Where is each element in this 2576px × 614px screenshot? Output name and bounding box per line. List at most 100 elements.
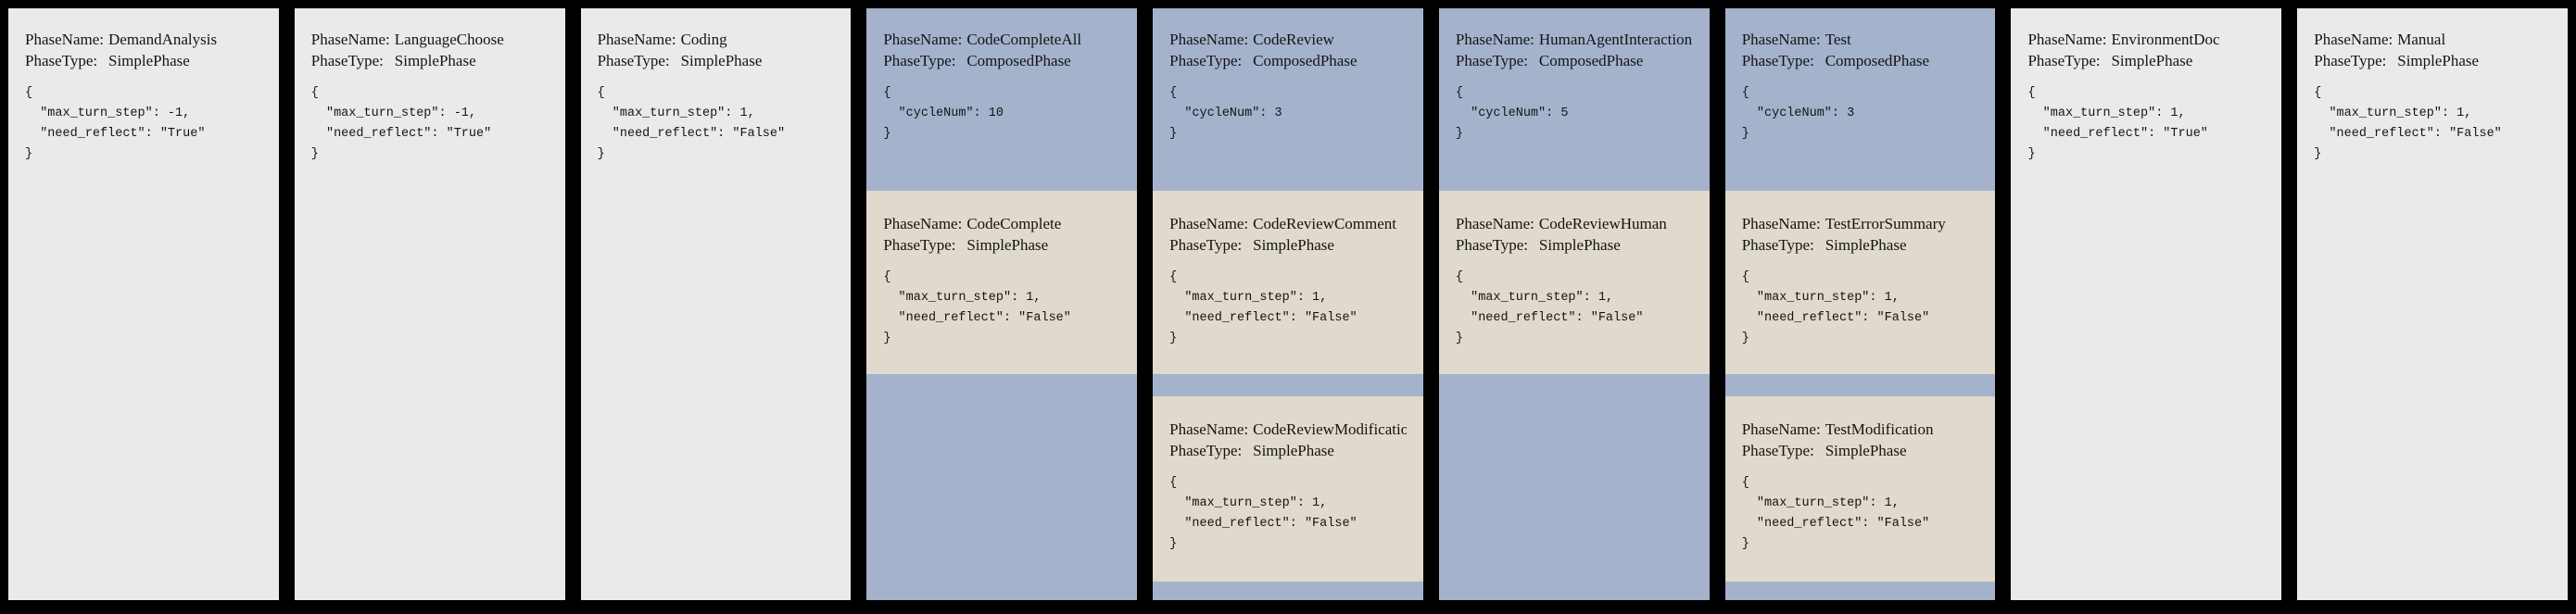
phase-card-demand-analysis: PhaseName:DemandAnalysis PhaseType:Simpl… [8,8,279,600]
phase-type-row: PhaseType: SimplePhase [598,50,835,71]
phase-name-label: PhaseName: [1741,420,1821,438]
phase-type-label: PhaseType: [883,236,956,254]
phase-type-label: PhaseType: [1741,52,1814,69]
phase-name-value: Manual [2397,31,2446,48]
phase-config-json: { "max_turn_step": 1, "need_reflect": "F… [1455,270,1644,345]
phase-card-code-complete-all: PhaseName:CodeCompleteAll PhaseType:Comp… [866,8,1138,600]
phase-type-label: PhaseType: [310,52,384,69]
subphase-card-code-review-human: PhaseName:CodeReviewHuman PhaseType:Simp… [1438,191,1710,374]
phase-name-row: PhaseName:TestErrorSummary [1742,213,1979,234]
phase-type-row: PhaseType:SimplePhase [1742,234,1979,256]
phase-header-block: PhaseName:CodeReviewModification PhaseTy… [1153,396,1423,555]
phase-header-block: PhaseName:TestErrorSummary PhaseType:Sim… [1725,191,1996,349]
subphase-card-code-review-comment: PhaseName:CodeReviewComment PhaseType:Si… [1153,191,1423,374]
composed-spacer [1725,374,1996,396]
phase-name-row: PhaseName:CodeReviewModification [1169,419,1407,440]
phase-name-row: PhaseName:CodeReviewComment [1169,213,1407,234]
phase-header-block: PhaseName:CodeCompleteAll PhaseType:Comp… [866,8,1137,191]
phase-name-label: PhaseName: [1169,420,1249,438]
phase-type-label: PhaseType: [25,52,98,69]
phase-name-label: PhaseName: [1455,31,1534,48]
phase-name-label: PhaseName: [1169,31,1249,48]
phase-header-block: PhaseName:CodeComplete PhaseType: SimpleP… [866,191,1137,349]
phase-card-human-agent-interaction: PhaseName:HumanAgentInteraction PhaseTyp… [1438,8,1710,600]
phase-type-row: PhaseType: SimplePhase [311,50,549,71]
phase-type-row: PhaseType: SimplePhase [2027,50,2265,71]
phase-name-row: PhaseName:CodeCompleteAll [883,29,1120,50]
phase-name-value: CodeCompleteAll [966,31,1082,48]
phase-name-label: PhaseName: [883,215,963,232]
phase-name-row: PhaseName:TestModification [1742,419,1979,440]
phase-name-value: TestErrorSummary [1825,215,1946,232]
phase-type-row: PhaseType:SimplePhase [1742,440,1979,461]
phase-name-row: PhaseName:CodeReviewHuman [1456,213,1693,234]
phase-name-label: PhaseName: [1455,215,1534,232]
phase-config-json: { "max_turn_step": 1, "need_reflect": "F… [883,270,1071,345]
phase-type-value: SimplePhase [966,236,1049,254]
phase-type-row: PhaseType:ComposedPhase [883,50,1120,71]
phase-name-label: PhaseName: [597,31,676,48]
phase-name-value: HumanAgentInteraction [1538,31,1693,48]
phase-type-row: PhaseType: SimplePhase [883,234,1120,256]
phase-name-value: CodeReviewModification [1253,420,1407,438]
phase-name-label: PhaseName: [1169,215,1249,232]
phase-header-block: PhaseName:LanguageChoose PhaseType: Simpl… [295,8,565,165]
phase-card-environment-doc: PhaseName:EnvironmentDoc PhaseType: Simpl… [2011,8,2282,600]
phase-config-json: { "cycleNum": 5 } [1455,86,1569,141]
phase-card-manual: PhaseName:Manual PhaseType:SimplePhase {… [2297,8,2569,600]
phase-type-row: PhaseType: SimplePhase [1169,440,1407,461]
phase-name-row: PhaseName:Manual [2314,29,2551,50]
phase-name-value: CodeComplete [966,215,1062,232]
phase-header-block: PhaseName:DemandAnalysis PhaseType:Simpl… [8,8,279,165]
phase-name-value: TestModification [1825,420,1934,438]
phase-type-label: PhaseType: [883,52,956,69]
phase-name-row: PhaseName:EnvironmentDoc [2027,29,2265,50]
composed-card-filler [1725,582,1996,600]
phase-type-label: PhaseType: [597,52,670,69]
phase-type-label: PhaseType: [1169,442,1243,459]
phase-type-row: PhaseType:SimplePhase [2314,50,2551,71]
phase-config-json: { "max_turn_step": 1, "need_reflect": "F… [1741,270,1930,345]
phase-name-row: PhaseName:Coding [598,29,835,50]
phase-type-value: SimplePhase [1253,442,1334,459]
phase-type-value: SimplePhase [680,52,763,69]
phase-name-value: CodeReviewHuman [1538,215,1667,232]
phase-name-row: PhaseName:HumanAgentInteraction [1456,29,1693,50]
phase-type-value: ComposedPhase [1825,52,1930,69]
phase-card-coding: PhaseName:Coding PhaseType:SimplePhase {… [580,8,852,600]
phase-type-label: PhaseType: [1169,236,1243,254]
phase-type-value: ComposedPhase [1538,52,1644,69]
subphase-card-code-complete: PhaseName:CodeComplete PhaseType: SimpleP… [866,191,1138,374]
phase-type-row: PhaseType:ComposedPhase [1456,50,1693,71]
phase-header-block: PhaseName:TestModification PhaseType:Sim… [1725,396,1996,555]
phase-type-label: PhaseType: [2027,52,2101,69]
composed-card-filler [866,374,1137,600]
phase-name-value: EnvironmentDoc [2111,31,2220,48]
phase-header-block: PhaseName:Test PhaseType:ComposedPhase {… [1725,8,1996,191]
phase-name-label: PhaseName: [2314,31,2393,48]
phase-type-row: PhaseType:SimplePhase [25,50,262,71]
phase-card-language-choose: PhaseName:LanguageChoose PhaseType: Simpl… [294,8,565,600]
composed-card-filler [1439,374,1710,600]
phase-config-json: { "cycleNum": 3 } [1169,86,1282,141]
phase-name-label: PhaseName: [25,31,104,48]
phase-name-row: PhaseName:CodeReview [1169,29,1407,50]
phase-name-value: DemandAnalysis [108,31,218,48]
phase-config-json: { "max_turn_step": 1, "need_reflect": "T… [2027,86,2208,161]
phase-name-label: PhaseName: [1741,31,1821,48]
phase-header-block: PhaseName:CodeReviewHuman PhaseType:Simp… [1439,191,1710,349]
phase-name-value: CodeReviewComment [1253,215,1396,232]
phase-config-json: { "max_turn_step": 1, "need_reflect": "F… [1741,476,1930,551]
phase-name-row: PhaseName:DemandAnalysis [25,29,262,50]
phase-name-value: Coding [680,31,727,48]
phase-type-value: SimplePhase [2111,52,2193,69]
phase-name-value: LanguageChoose [394,31,504,48]
phase-card-test: PhaseName:Test PhaseType: ComposedPhase {… [1724,8,1996,600]
phase-name-row: PhaseName:Test [1742,29,1979,50]
phase-name-label: PhaseName: [1741,215,1821,232]
phase-type-value: SimplePhase [394,52,476,69]
phase-type-value: SimplePhase [1538,236,1621,254]
phase-name-row: PhaseName:LanguageChoose [311,29,549,50]
phase-type-label: PhaseType: [1169,52,1243,69]
